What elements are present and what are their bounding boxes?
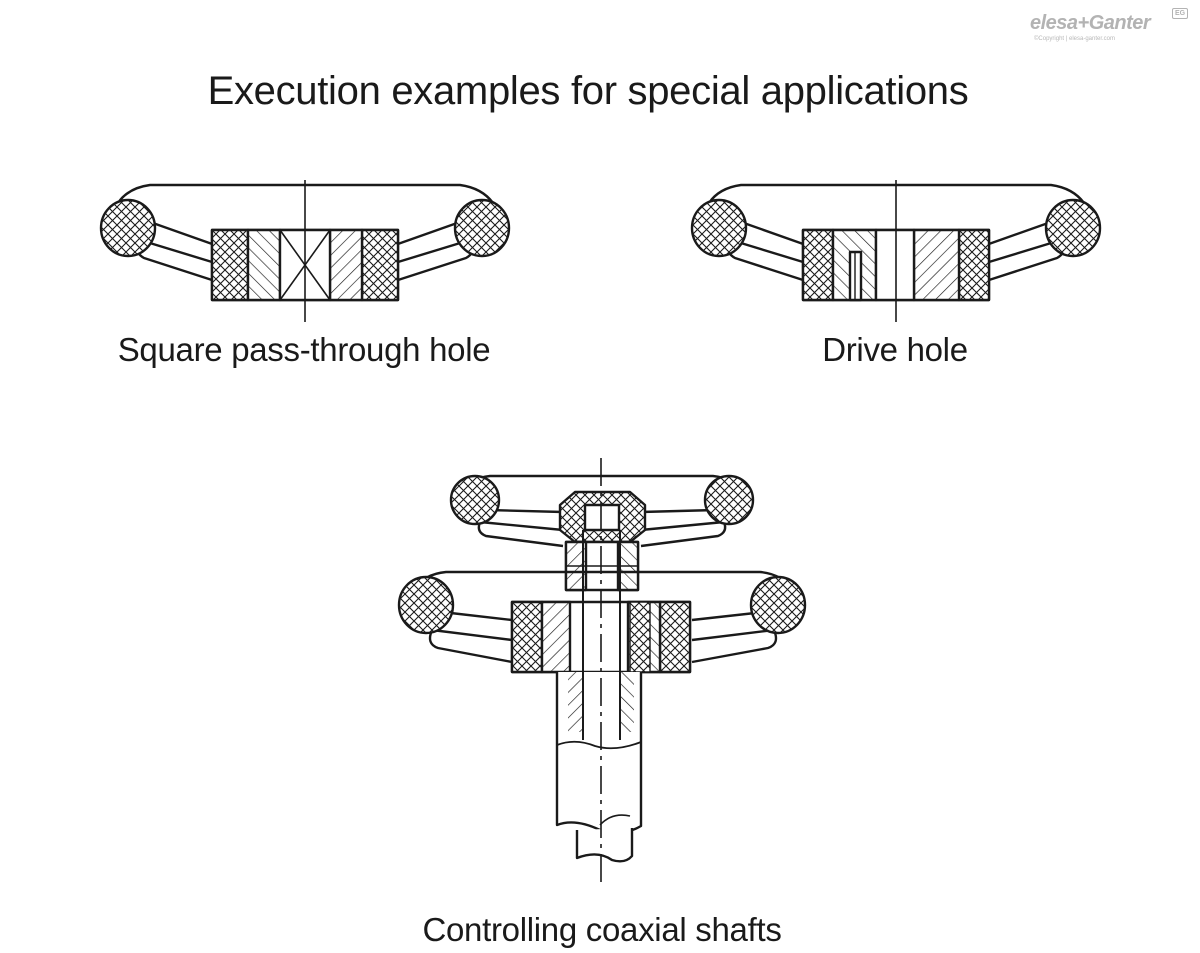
brand-watermark: elesa+Ganter EG ©Copyright | elesa-gante… — [1030, 6, 1190, 46]
brand-badge: EG — [1172, 8, 1188, 19]
caption-coaxial-shafts: Controlling coaxial shafts — [422, 911, 782, 948]
handwheel-drive-hole — [690, 180, 1102, 322]
handwheel-coaxial-shafts — [397, 458, 807, 882]
brand-logo: elesa+Ganter — [1030, 12, 1151, 34]
caption-drive-hole: Drive hole — [822, 331, 968, 368]
brand-copyright: ©Copyright | elesa-ganter.com — [1034, 36, 1116, 42]
page-title: Execution examples for special applicati… — [207, 69, 969, 113]
caption-square-hole: Square pass-through hole — [117, 331, 491, 368]
handwheel-square-hole — [99, 180, 511, 322]
